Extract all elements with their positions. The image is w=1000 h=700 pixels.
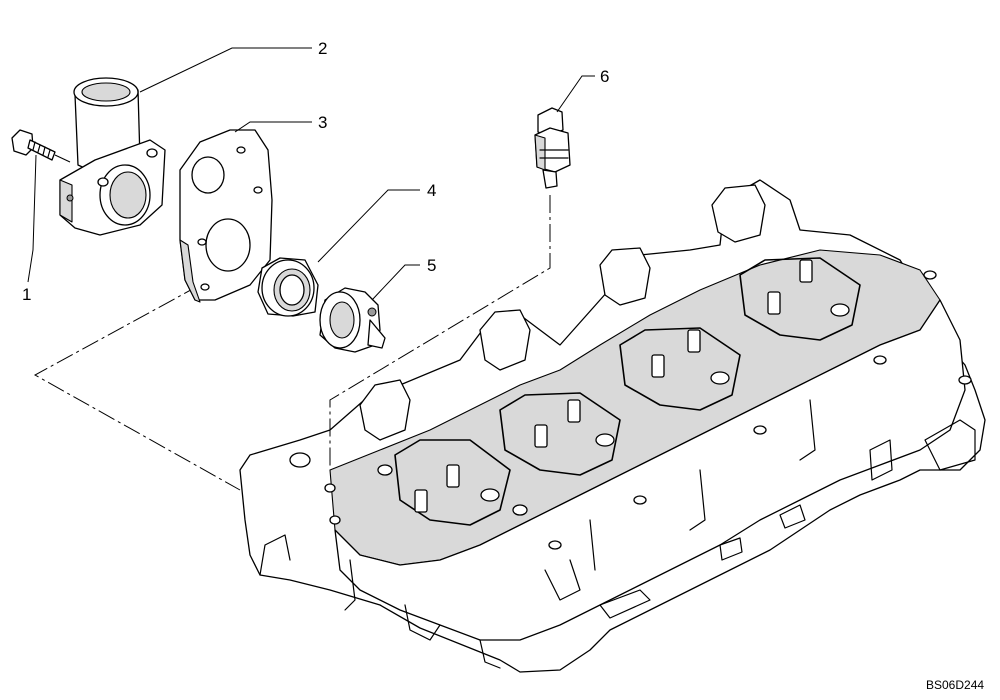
- part-2-thermostat-housing: [59, 77, 166, 236]
- callout-labels: 1 2 3 4 5 6: [22, 39, 609, 304]
- part-1-bolt: [11, 129, 71, 163]
- leader-lines: [27, 47, 595, 301]
- part-6-temperature-sensor: [534, 107, 571, 189]
- callout-2: 2: [318, 39, 327, 58]
- callout-6: 6: [600, 67, 609, 86]
- callout-1: 1: [22, 285, 31, 304]
- part-3-gasket: [179, 129, 273, 303]
- assembly-guide-lines: [33, 195, 551, 491]
- part-4-seal-ring: [257, 257, 319, 317]
- callout-3: 3: [318, 113, 327, 132]
- head-holes: [289, 270, 972, 550]
- callout-4: 4: [427, 181, 436, 200]
- valve-stems: [414, 259, 813, 513]
- cylinder-head: [239, 179, 986, 673]
- part-5-thermostat: [319, 287, 386, 353]
- callout-5: 5: [427, 256, 436, 275]
- drawing-code: BS06D244: [926, 678, 984, 692]
